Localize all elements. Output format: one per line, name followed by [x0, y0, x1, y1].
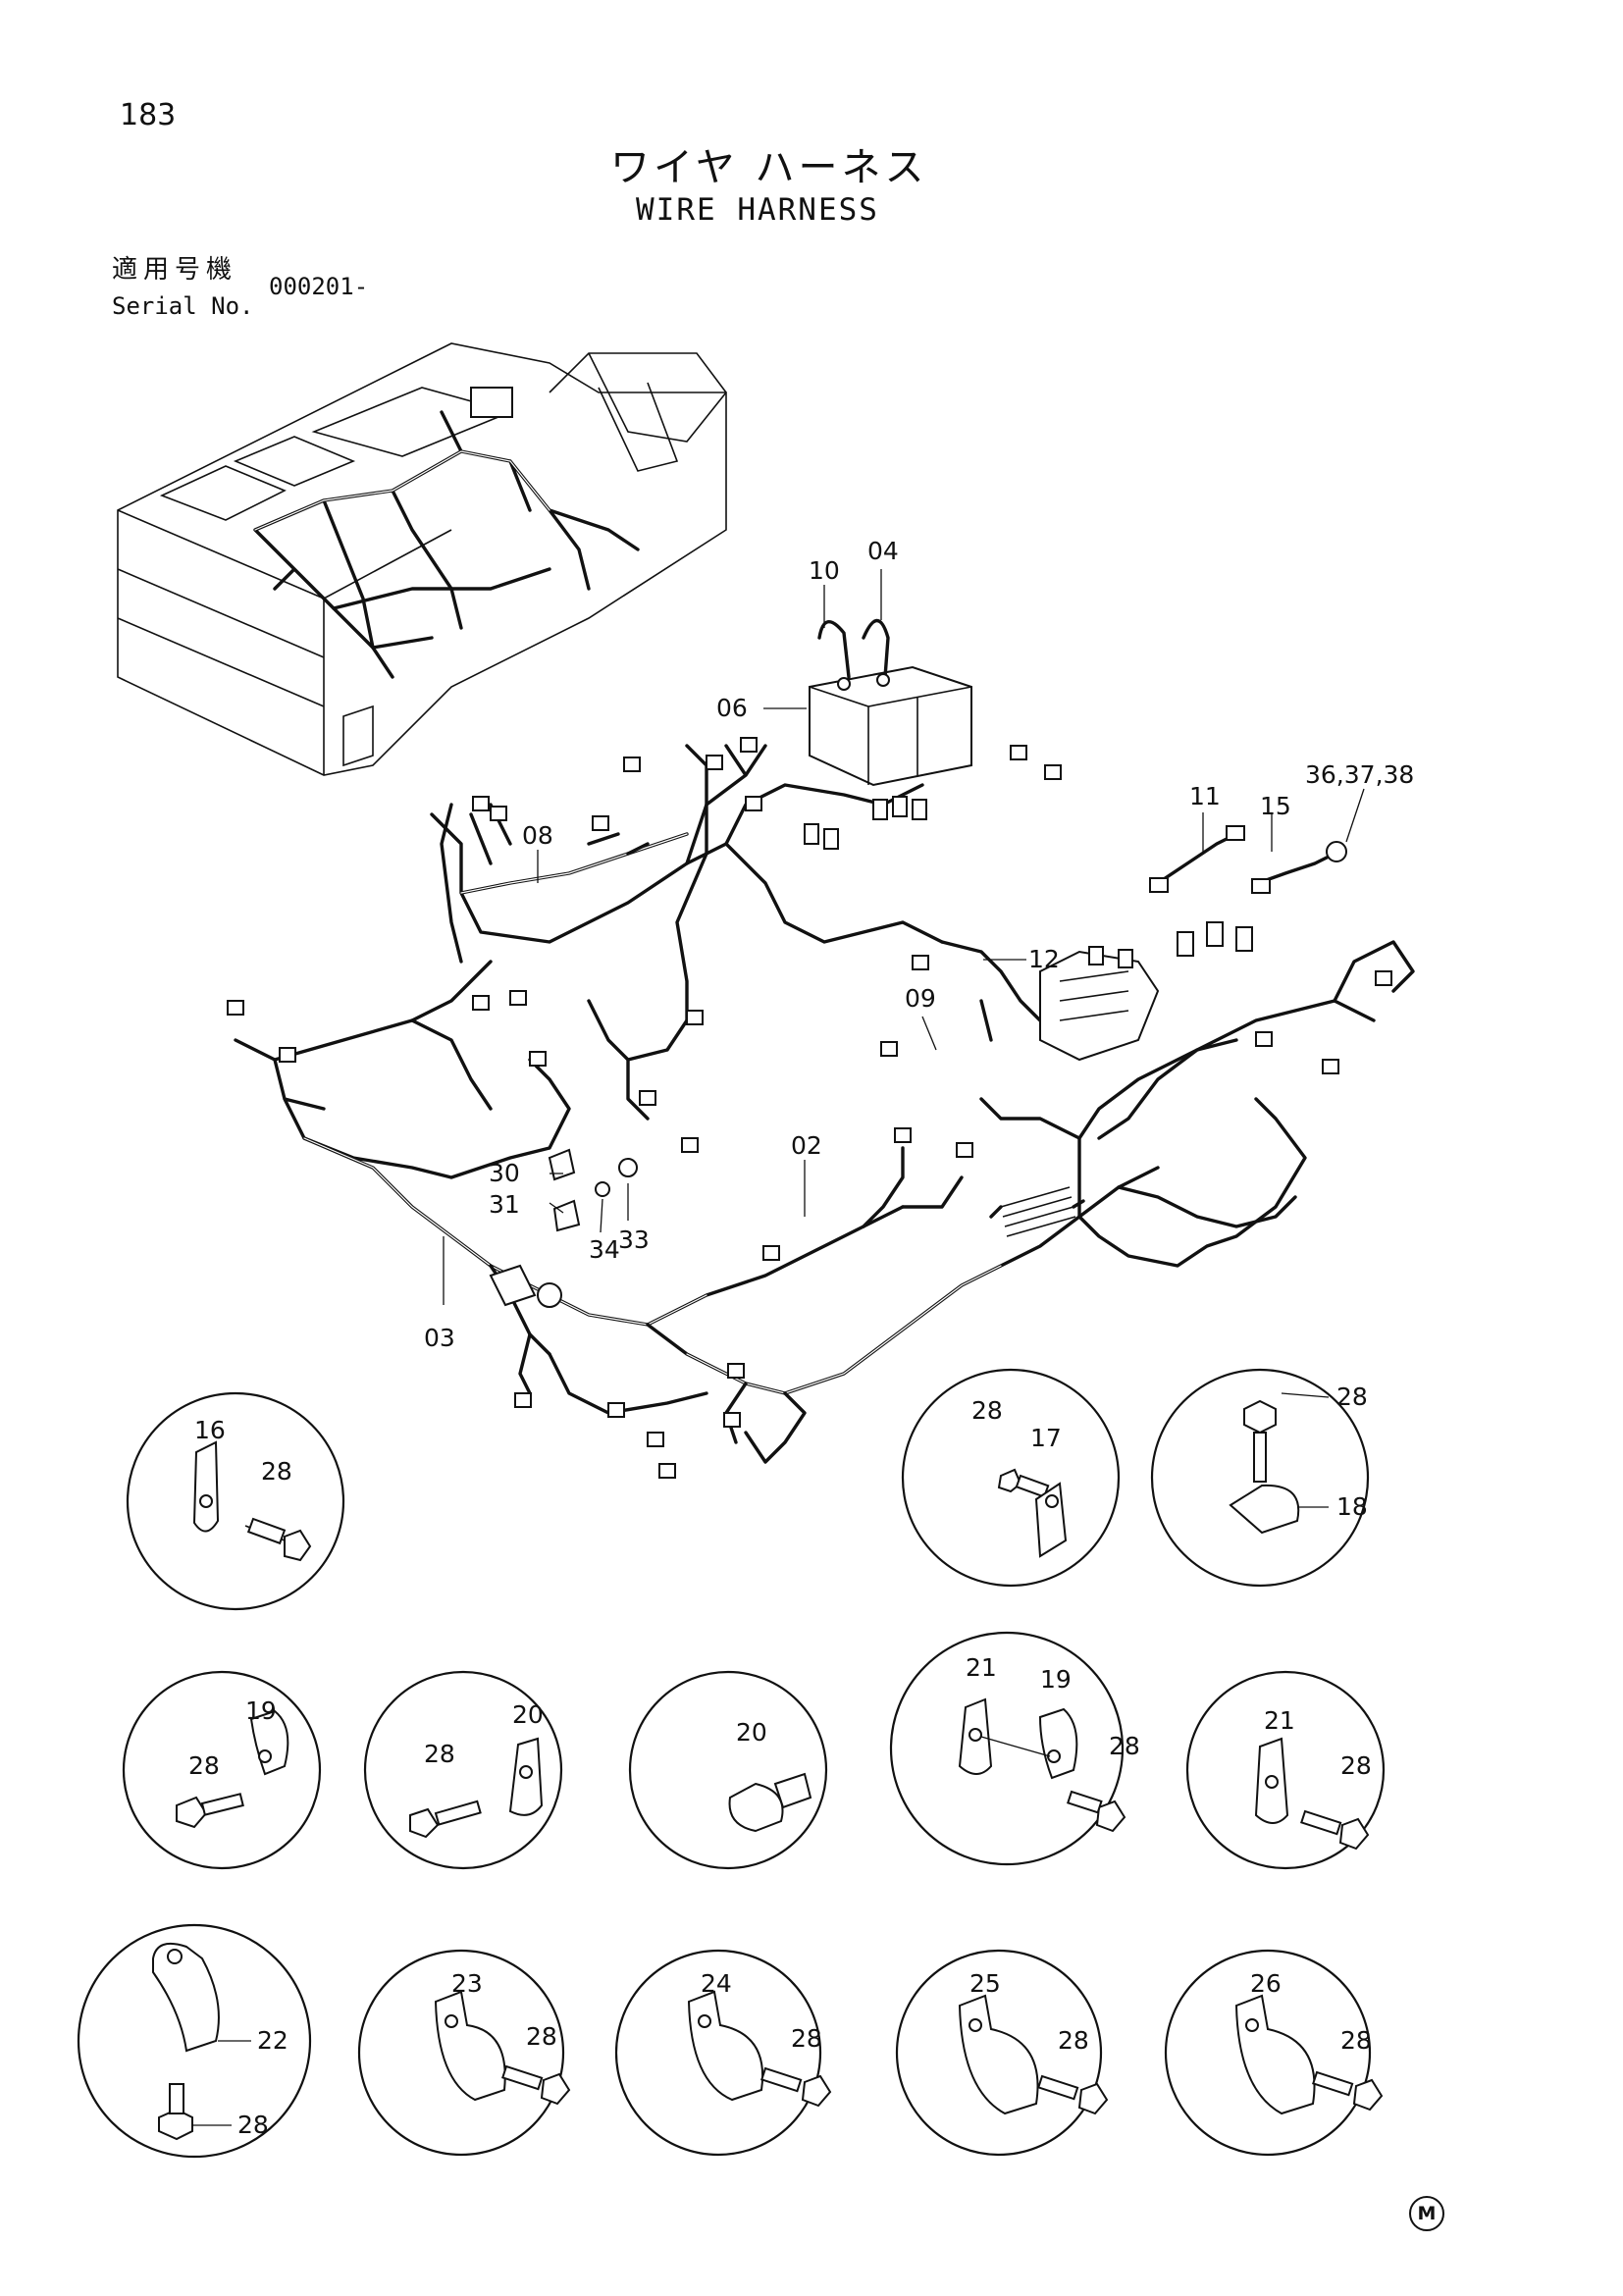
detail-label: 28 — [188, 1751, 220, 1780]
detail-19-28: 19 28 — [122, 1670, 322, 1870]
battery — [809, 618, 972, 787]
detail-24-28: 24 28 — [614, 1949, 832, 2157]
detail-20: 20 — [628, 1670, 828, 1870]
detail-label: 20 — [512, 1700, 544, 1729]
callout-02: 02 — [791, 1131, 822, 1160]
callout-labels: 10 04 06 08 11 15 36,37,38 12 09 02 30 3… — [424, 537, 1414, 1352]
callout-30: 30 — [489, 1159, 520, 1187]
detail-25-28: 25 28 — [895, 1949, 1109, 2157]
detail-label: 19 — [1040, 1665, 1072, 1694]
clamp-parts — [548, 1148, 638, 1232]
callout-12: 12 — [1028, 945, 1060, 973]
detail-label: 28 — [1340, 1751, 1372, 1780]
detail-label: 16 — [194, 1416, 226, 1444]
detail-label: 17 — [1030, 1424, 1062, 1452]
detail-label: 28 — [791, 2024, 822, 2053]
leader-lines — [443, 569, 1365, 1305]
page-title: WIRE HARNESS — [636, 192, 879, 228]
detail-label: 28 — [1340, 2026, 1372, 2055]
callout-03: 03 — [424, 1324, 455, 1352]
detail-28-17: 28 17 — [901, 1368, 1121, 1588]
detail-20-28: 20 28 — [363, 1670, 563, 1870]
page-mark: M — [1409, 2196, 1444, 2231]
callout-04: 04 — [867, 537, 899, 565]
detail-label: 24 — [701, 1969, 732, 1998]
callout-33: 33 — [618, 1226, 650, 1254]
callout-36-37-38: 36,37,38 — [1305, 760, 1414, 789]
machine-overview — [117, 342, 727, 776]
harness-connectors — [227, 737, 1392, 1479]
serial-value: 000201- — [269, 273, 369, 300]
harness-main — [227, 618, 1415, 1479]
detail-label: 19 — [245, 1696, 277, 1725]
page-title-japanese: ワイヤ ハーネス — [610, 145, 928, 190]
detail-label: 28 — [1058, 2026, 1089, 2055]
callout-09: 09 — [905, 984, 936, 1013]
serial-label-japanese: 適用号機 — [112, 255, 238, 285]
detail-label: 28 — [971, 1396, 1003, 1425]
detail-26-28: 26 28 — [1164, 1949, 1384, 2157]
detail-label: 20 — [736, 1718, 767, 1747]
detail-label: 28 — [1109, 1732, 1140, 1760]
callout-10: 10 — [809, 556, 840, 585]
page-number: 183 — [120, 98, 177, 132]
detail-22-28: 22 28 — [77, 1923, 312, 2159]
detail-label: 28 — [237, 2111, 269, 2139]
serial-label: Serial No. — [112, 292, 254, 320]
callout-11: 11 — [1189, 782, 1221, 810]
loose-parts — [1149, 825, 1347, 894]
detail-label: 22 — [257, 2026, 288, 2055]
detail-23-28: 23 28 — [357, 1949, 571, 2157]
relay-cluster — [804, 796, 927, 850]
fuse-row — [989, 1186, 1085, 1237]
relay-block — [1039, 921, 1253, 1062]
detail-label: 21 — [1264, 1706, 1295, 1735]
callout-08: 08 — [522, 821, 553, 850]
callout-34: 34 — [589, 1235, 620, 1264]
detail-21-19-28: 21 19 28 — [889, 1631, 1140, 1866]
callout-31: 31 — [489, 1190, 520, 1219]
detail-label: 28 — [526, 2022, 557, 2051]
detail-label: 26 — [1250, 1969, 1282, 1998]
callout-06: 06 — [716, 694, 748, 722]
callout-15: 15 — [1260, 792, 1291, 820]
detail-28-18: 28 18 — [1150, 1368, 1370, 1588]
detail-label: 25 — [969, 1969, 1001, 1998]
detail-label: 28 — [424, 1740, 455, 1768]
detail-label: 21 — [966, 1653, 997, 1682]
detail-label: 18 — [1336, 1492, 1368, 1521]
detail-label: 28 — [1336, 1383, 1368, 1411]
detail-label: 28 — [261, 1457, 292, 1486]
detail-16-28: 16 28 — [126, 1391, 345, 1611]
detail-21-28: 21 28 — [1185, 1670, 1386, 1870]
detail-label: 23 — [451, 1969, 483, 1998]
